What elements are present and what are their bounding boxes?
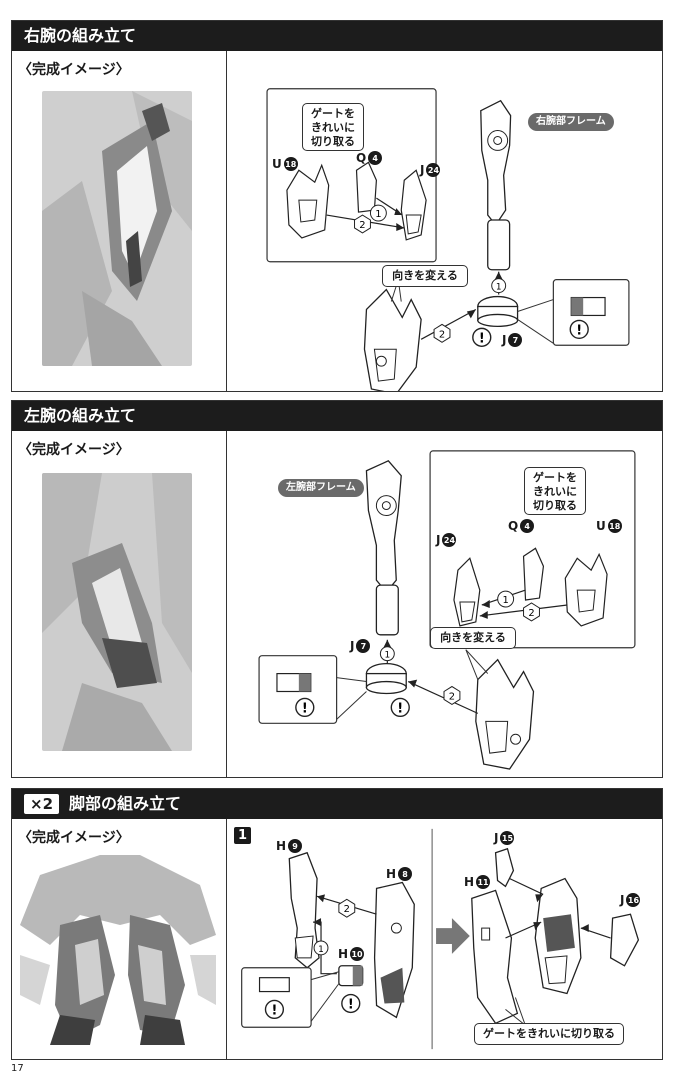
section-title: 右腕の組み立て bbox=[12, 21, 662, 51]
assembly-diagram-panel: 1 2 1 ! ! bbox=[226, 431, 662, 777]
part-q4 bbox=[355, 161, 378, 213]
svg-text:!: ! bbox=[576, 323, 582, 338]
warning-icon bbox=[472, 327, 492, 347]
frame-label: 右腕部フレーム bbox=[528, 113, 614, 131]
orient-callout: 向きを変える bbox=[430, 627, 516, 649]
svg-text:1: 1 bbox=[375, 209, 381, 220]
svg-text:!: ! bbox=[479, 331, 485, 346]
right-arm-diagram: 1 2 1 ! ! bbox=[266, 88, 630, 391]
part-j16 bbox=[609, 913, 640, 967]
frame-label: 左腕部フレーム bbox=[278, 479, 364, 497]
part-h11 bbox=[471, 889, 519, 1025]
svg-text:2: 2 bbox=[359, 220, 365, 231]
completed-image-label: 〈完成イメージ〉 bbox=[18, 442, 130, 458]
completed-image-label: 〈完成イメージ〉 bbox=[18, 830, 130, 846]
svg-text:1: 1 bbox=[496, 283, 502, 293]
completed-image-panel: 〈完成イメージ〉 bbox=[12, 431, 227, 777]
right-arm-frame bbox=[480, 99, 512, 227]
step-2-marker bbox=[354, 214, 371, 234]
assembly-diagram-panel: 1 2 1 ! ! bbox=[226, 51, 662, 391]
gate-cut-callout: ゲートを きれいに 切り取る bbox=[302, 103, 364, 151]
svg-text:!: ! bbox=[397, 701, 403, 716]
section-title-text: 左腕の組み立て bbox=[24, 406, 137, 425]
warning-icon bbox=[569, 319, 589, 340]
step-1-marker bbox=[369, 204, 387, 222]
quantity-badge: ×2 bbox=[24, 794, 60, 814]
next-step-arrow bbox=[436, 918, 470, 954]
gate-cut-callout: ゲートを きれいに 切り取る bbox=[524, 467, 586, 515]
svg-text:2: 2 bbox=[439, 329, 445, 340]
assembly-diagram-panel: 1 2 1 ! ! bbox=[226, 819, 662, 1059]
section-legs: ×2 脚部の組み立て 〈完成イメージ〉 1 bbox=[11, 788, 663, 1060]
completed-image-photo bbox=[20, 855, 216, 1045]
part-j15 bbox=[494, 847, 515, 888]
section-left-arm: 左腕の組み立て 〈完成イメージ〉 bbox=[11, 400, 663, 778]
svg-text:2: 2 bbox=[528, 608, 534, 619]
completed-image-panel: 〈完成イメージ〉 bbox=[12, 51, 227, 391]
svg-text:2: 2 bbox=[344, 904, 350, 915]
section-title-text: 右腕の組み立て bbox=[24, 26, 137, 45]
completed-image-photo bbox=[42, 473, 192, 751]
svg-text:!: ! bbox=[348, 997, 354, 1012]
svg-text:!: ! bbox=[302, 701, 308, 716]
warning-icon bbox=[390, 697, 410, 718]
warning-icon bbox=[295, 697, 315, 718]
completed-image-label: 〈完成イメージ〉 bbox=[18, 62, 130, 78]
page-number: 17 bbox=[11, 1063, 24, 1074]
section-title: 左腕の組み立て bbox=[12, 401, 662, 431]
completed-image-panel: 〈完成イメージ〉 bbox=[12, 819, 227, 1059]
section-right-arm: 右腕の組み立て 〈完成イメージ〉 bbox=[11, 20, 663, 392]
svg-text:1: 1 bbox=[384, 651, 390, 661]
section-title-text: 脚部の組み立て bbox=[69, 794, 182, 813]
part-q4 bbox=[522, 547, 545, 601]
gate-cut-callout: ゲートをきれいに切り取る bbox=[474, 1023, 624, 1045]
legs-diagram: 2 1 ! ! bbox=[241, 828, 640, 1050]
svg-text:!: ! bbox=[271, 1003, 277, 1018]
svg-text:1: 1 bbox=[502, 595, 508, 606]
section-title: ×2 脚部の組み立て bbox=[12, 789, 662, 819]
orient-callout: 向きを変える bbox=[382, 265, 468, 287]
warning-icon bbox=[341, 993, 361, 1014]
warning-icon bbox=[264, 999, 285, 1020]
left-arm-frame bbox=[365, 460, 402, 594]
svg-text:2: 2 bbox=[449, 691, 455, 702]
part-shoulder-armor bbox=[475, 658, 535, 770]
completed-image-photo bbox=[42, 91, 192, 366]
step-number-badge: 1 bbox=[234, 827, 251, 844]
svg-text:1: 1 bbox=[318, 945, 324, 955]
